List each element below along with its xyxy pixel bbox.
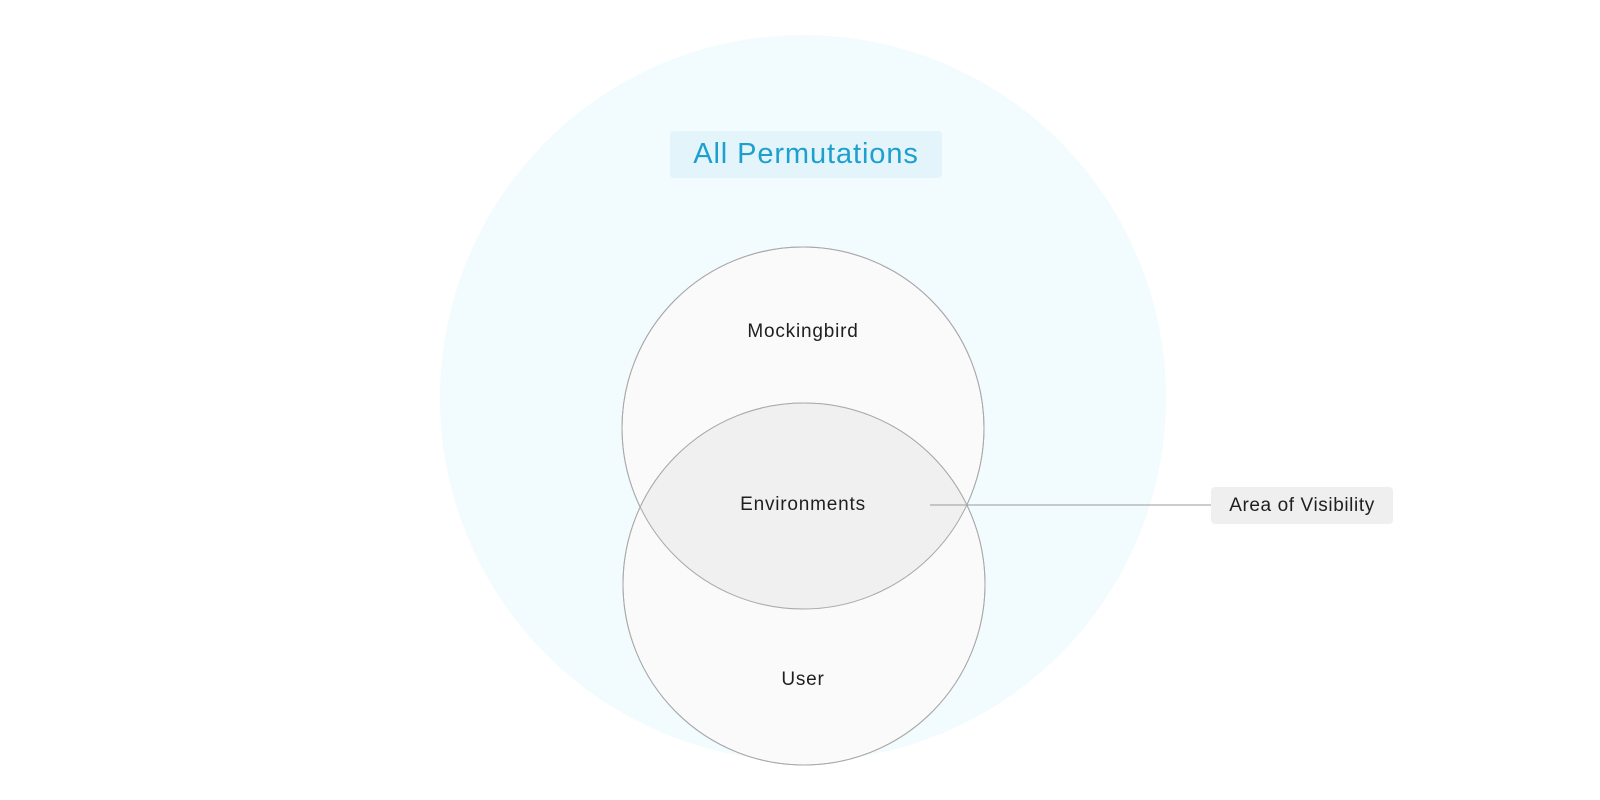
intersection-label: Environments [740,494,866,515]
diagram-title: All Permutations [670,131,942,178]
area-of-visibility-callout: Area of Visibility [1211,487,1393,524]
user-outline [622,402,986,766]
mockingbird-label: Mockingbird [747,321,859,342]
mockingbird-outline [621,246,985,610]
user-label: User [781,669,825,690]
intersection-area [623,403,984,609]
